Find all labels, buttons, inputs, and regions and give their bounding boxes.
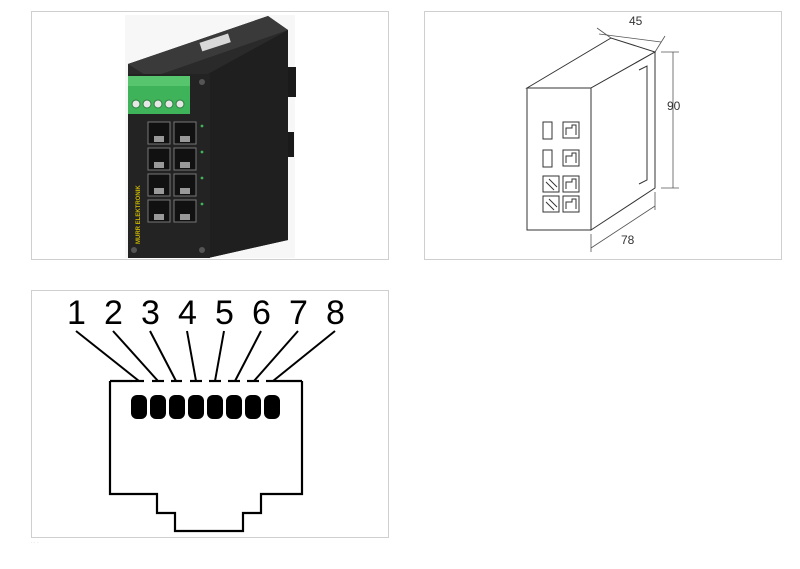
product-photo-panel: MURR ELEKTRONIK bbox=[31, 11, 389, 260]
pin-number-1: 1 bbox=[67, 294, 86, 332]
pin-number-8: 8 bbox=[326, 294, 345, 332]
width-dimension-label: 45 bbox=[629, 14, 643, 28]
rj45-pinout-diagram: 1 2 3 4 5 6 7 8 bbox=[67, 294, 345, 533]
pin-number-2: 2 bbox=[104, 294, 123, 332]
rj45-socket-outline bbox=[108, 381, 304, 533]
ethernet-switch-image: MURR ELEKTRONIK bbox=[125, 15, 296, 258]
pin-number-3: 3 bbox=[141, 294, 160, 332]
depth-dimension-label: 78 bbox=[621, 233, 635, 247]
rj45-pinout-panel: 1 2 3 4 5 6 7 8 bbox=[31, 290, 389, 538]
pin-number-5: 5 bbox=[215, 294, 234, 332]
pin-number-7: 7 bbox=[289, 294, 308, 332]
terminal-block bbox=[128, 76, 190, 114]
pin-contacts bbox=[131, 395, 280, 419]
brand-text: MURR ELEKTRONIK bbox=[136, 185, 142, 244]
pin-leader-lines bbox=[75, 330, 336, 382]
rj45-ports bbox=[147, 121, 204, 223]
height-dimension-label: 90 bbox=[667, 99, 681, 113]
pin-number-4: 4 bbox=[178, 294, 197, 332]
dimension-drawing-panel: 45 90 78 bbox=[424, 11, 782, 260]
dimension-drawing: 45 90 78 bbox=[525, 14, 681, 252]
pin-number-6: 6 bbox=[252, 294, 271, 332]
footer-caption: · · · bbox=[31, 540, 39, 546]
